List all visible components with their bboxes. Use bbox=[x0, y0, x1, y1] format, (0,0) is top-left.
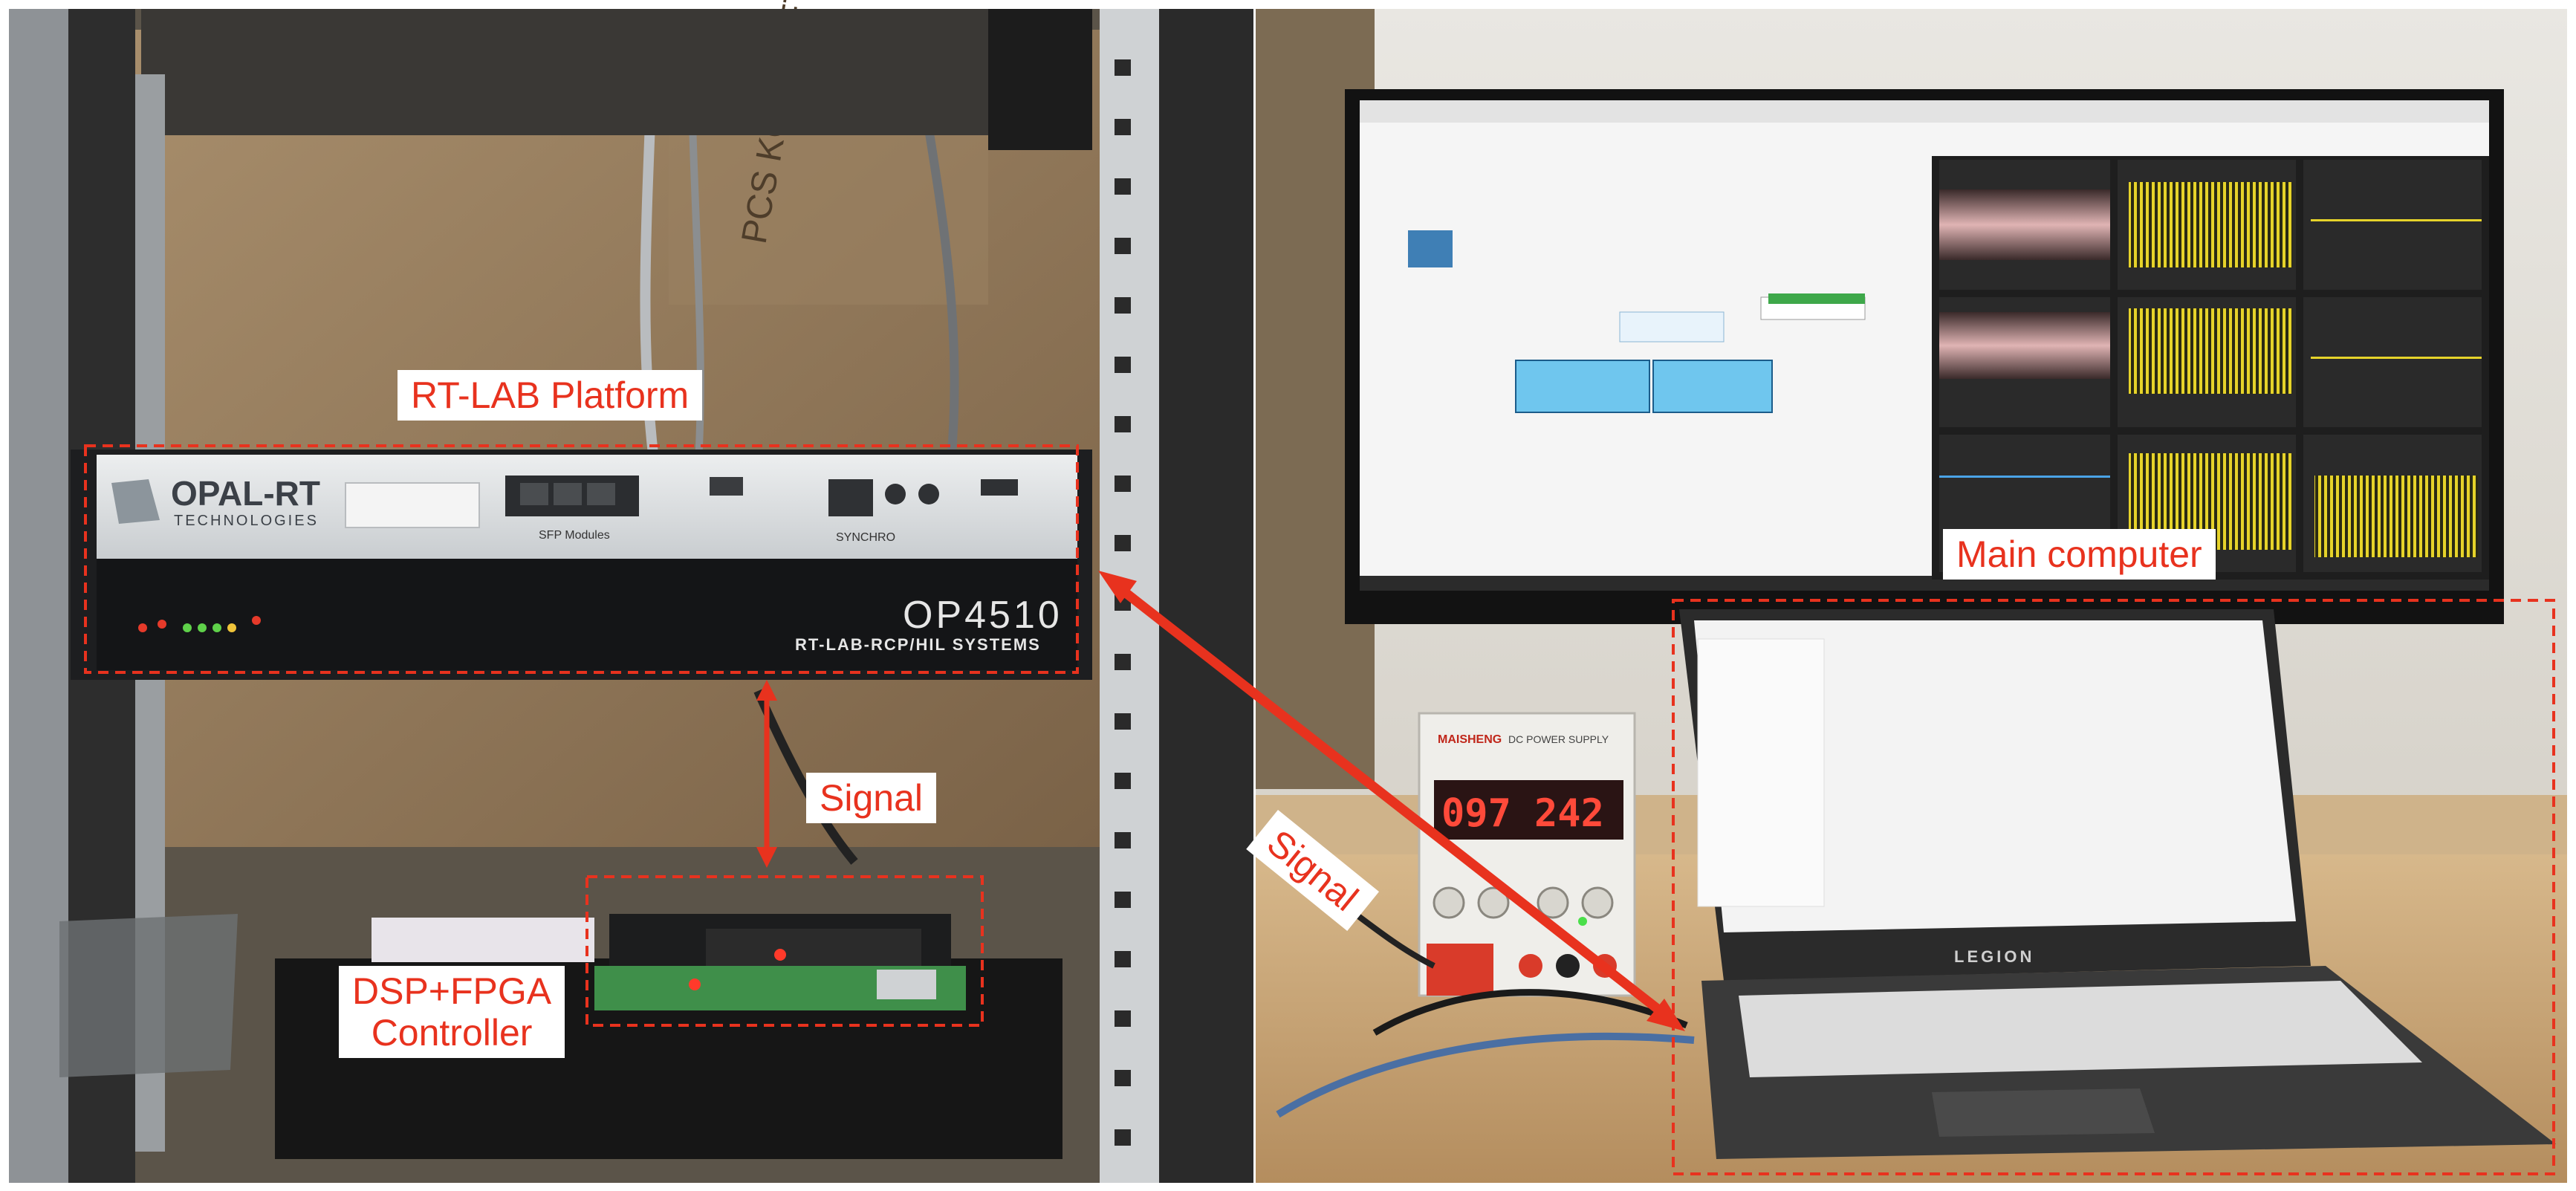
controller-label-line2: Controller bbox=[371, 1012, 533, 1054]
main-computer-label: Main computer bbox=[1943, 529, 2216, 580]
psu-brand: MAISHENG bbox=[1438, 733, 1502, 746]
signal-arrow-vertical bbox=[756, 680, 777, 868]
psu-left-display: 097 bbox=[1441, 791, 1511, 836]
laptop bbox=[1679, 609, 2556, 1159]
monitor bbox=[1345, 89, 2504, 624]
rack-holes bbox=[1115, 59, 1131, 1146]
opal-rt-device bbox=[71, 450, 1092, 680]
controller-label: DSP+FPGA Controller bbox=[339, 966, 565, 1058]
laptop-box bbox=[1672, 599, 2555, 1175]
device-brand-line1: OPAL-RT bbox=[171, 474, 320, 513]
device-model: OP4510 bbox=[903, 594, 1062, 637]
device-model-sub: RT-LAB-RCP/HIL SYSTEMS bbox=[795, 635, 1041, 654]
signal-arrow-diagonal bbox=[1098, 571, 1685, 1031]
rt-lab-platform-label: RT-LAB Platform bbox=[398, 370, 703, 421]
controller-label-line1: DSP+FPGA bbox=[352, 970, 552, 1012]
device-synchro-label: SYNCHRO bbox=[836, 531, 895, 544]
signal-label-vertical: Signal bbox=[806, 773, 936, 823]
power-supply bbox=[1418, 712, 1636, 997]
device-brand-line2: TECHNOLOGIES bbox=[174, 513, 319, 529]
device-sfp-label: SFP Modules bbox=[539, 529, 610, 542]
annotation-boxes bbox=[84, 444, 2555, 1175]
rt-lab-box bbox=[84, 444, 1079, 674]
controller-box bbox=[585, 875, 984, 1027]
psu-right-display: 242 bbox=[1534, 791, 1604, 836]
laptop-brand: LEGION bbox=[1954, 947, 2034, 966]
psu-title: DC POWER SUPPLY bbox=[1508, 733, 1609, 745]
